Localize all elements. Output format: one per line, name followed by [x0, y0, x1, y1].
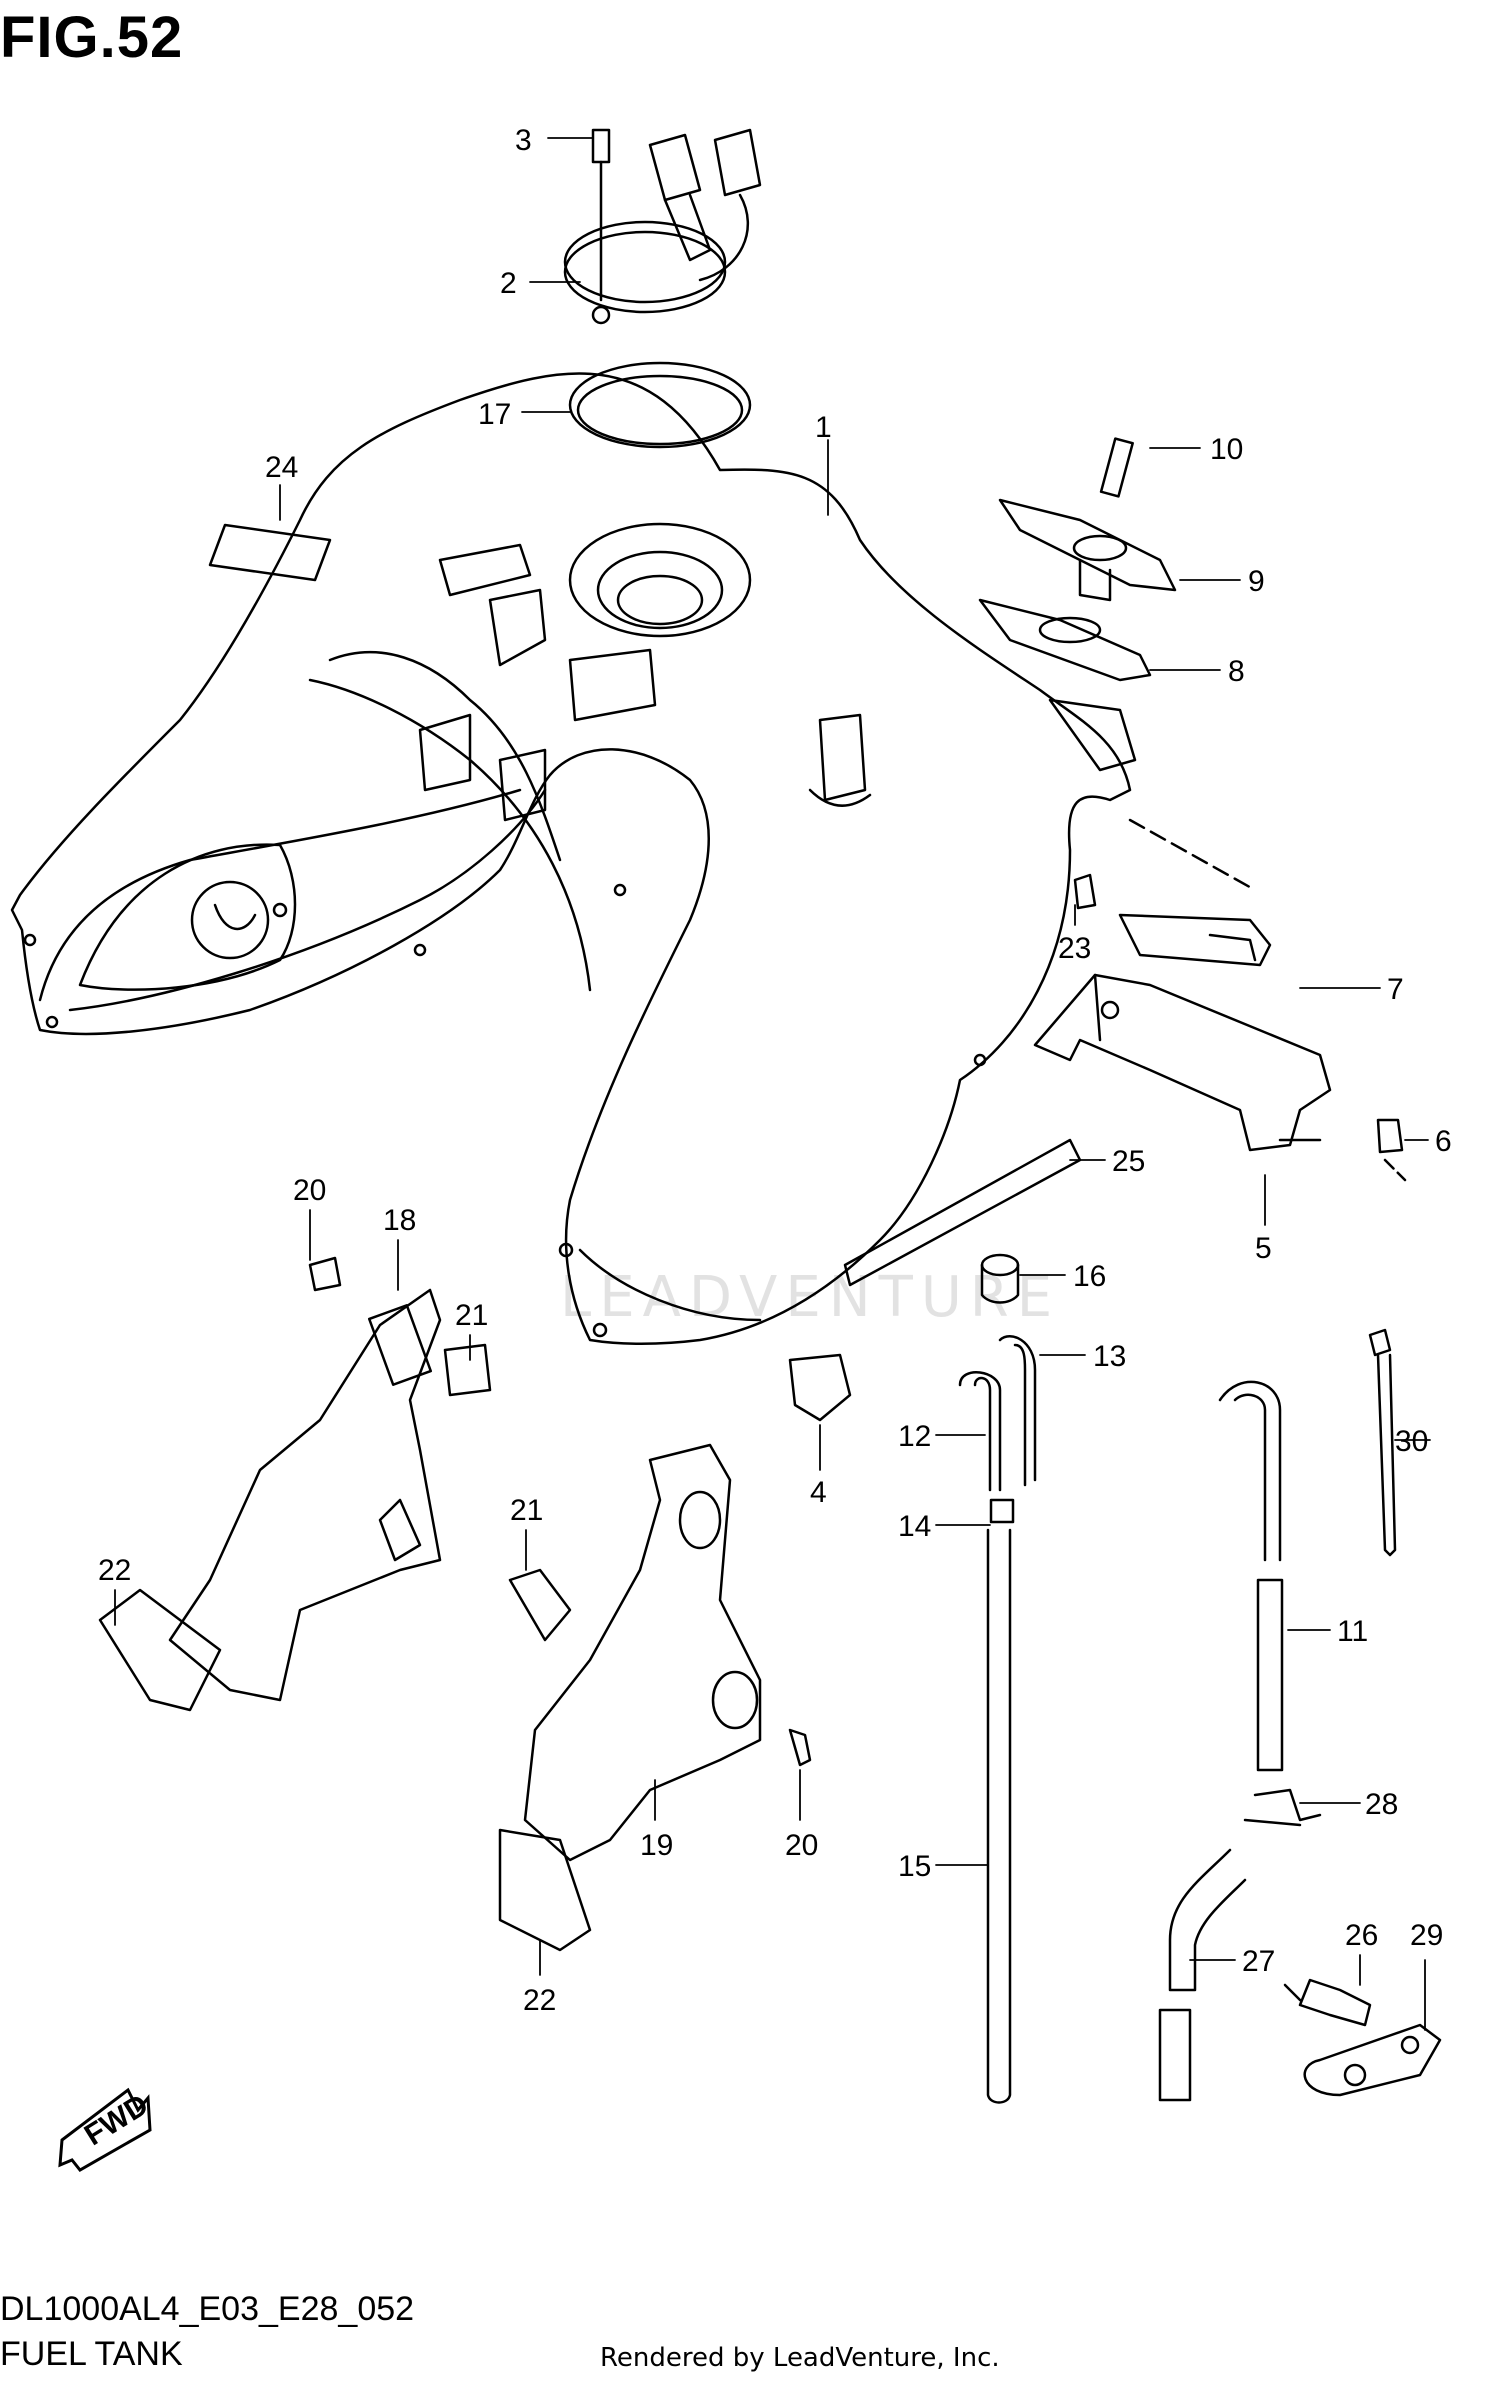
callout-30: 30: [1395, 1425, 1428, 1458]
callout-3: 3: [515, 124, 532, 157]
callout-14: 14: [898, 1510, 931, 1543]
heat-shield-right-drawing: [498, 1443, 812, 1952]
tie-strap-drawing: [1368, 1328, 1397, 1557]
watermark: LEADVENTURE: [560, 1265, 1061, 1330]
callout-13: 13: [1093, 1340, 1126, 1373]
callout-7: 7: [1387, 973, 1404, 1006]
render-credit: Rendered by LeadVenture, Inc.: [600, 2343, 1000, 2373]
callout-4: 4: [810, 1476, 827, 1509]
bushing-drawing: [980, 1253, 1020, 1304]
callout-27: 29: [1410, 1919, 1443, 1952]
callout-20-top: 20: [293, 1174, 326, 1207]
callout-9: 9: [1248, 565, 1265, 598]
callout-25: 26: [1345, 1919, 1378, 1952]
callout-20-bottom: 20: [785, 1829, 818, 1862]
figure-title: FIG.52: [0, 5, 184, 70]
heat-shield-left-drawing: [98, 1256, 492, 1712]
bracket-rear-drawing: [978, 437, 1177, 682]
fuel-tank-drawing: [10, 372, 1137, 1345]
clip-drawing: [788, 1353, 852, 1422]
callout-29: 28: [1365, 1788, 1398, 1821]
callout-16: 16: [1073, 1260, 1106, 1293]
fwd-arrow-icon: FWD: [58, 2087, 154, 2172]
callout-15: 15: [898, 1850, 931, 1883]
callout-22-left: 22: [98, 1554, 131, 1587]
callout-19: 19: [640, 1829, 673, 1862]
hoses-right-drawing: [1158, 1380, 1322, 2102]
callout-23: 23: [1058, 932, 1091, 965]
callout-18: 18: [383, 1204, 416, 1237]
callout-28: 27: [1242, 1945, 1275, 1978]
callout-26: 24: [265, 451, 298, 484]
callout-21-top: 21: [455, 1299, 488, 1332]
callout-22-bottom: 22: [523, 1984, 556, 2017]
callout-11: 11: [1337, 1615, 1368, 1648]
callout-24: 25: [1112, 1145, 1145, 1178]
callout-6: 6: [1435, 1125, 1452, 1158]
diagram-caption: FUEL TANK: [0, 2335, 183, 2373]
fuel-cap-drawing: [563, 128, 762, 449]
hoses-left-drawing: [958, 1335, 1037, 2104]
callout-12: 12: [898, 1420, 931, 1453]
pad-drawing: [208, 523, 332, 582]
callout-8: 8: [1228, 655, 1245, 688]
callout-labels: 3 2 17 24 1 10 9 8 23 7 6 25 5 16 13 12 …: [98, 124, 1452, 2017]
callout-2: 2: [500, 267, 517, 300]
callout-17: 17: [478, 398, 511, 431]
leader-lines: [114, 137, 1431, 2031]
callout-5: 5: [1255, 1232, 1272, 1265]
bolt-and-bracket-drawing: [1283, 1978, 1442, 2097]
callout-1: 1: [815, 411, 832, 444]
callout-10: 10: [1210, 433, 1243, 466]
diagram-code: DL1000AL4_E03_E28_052: [0, 2290, 415, 2328]
rear-bracket-drawing: [1033, 818, 1407, 1182]
callout-21-bottom: 21: [510, 1494, 543, 1527]
strip-drawing: [843, 1138, 1082, 1287]
